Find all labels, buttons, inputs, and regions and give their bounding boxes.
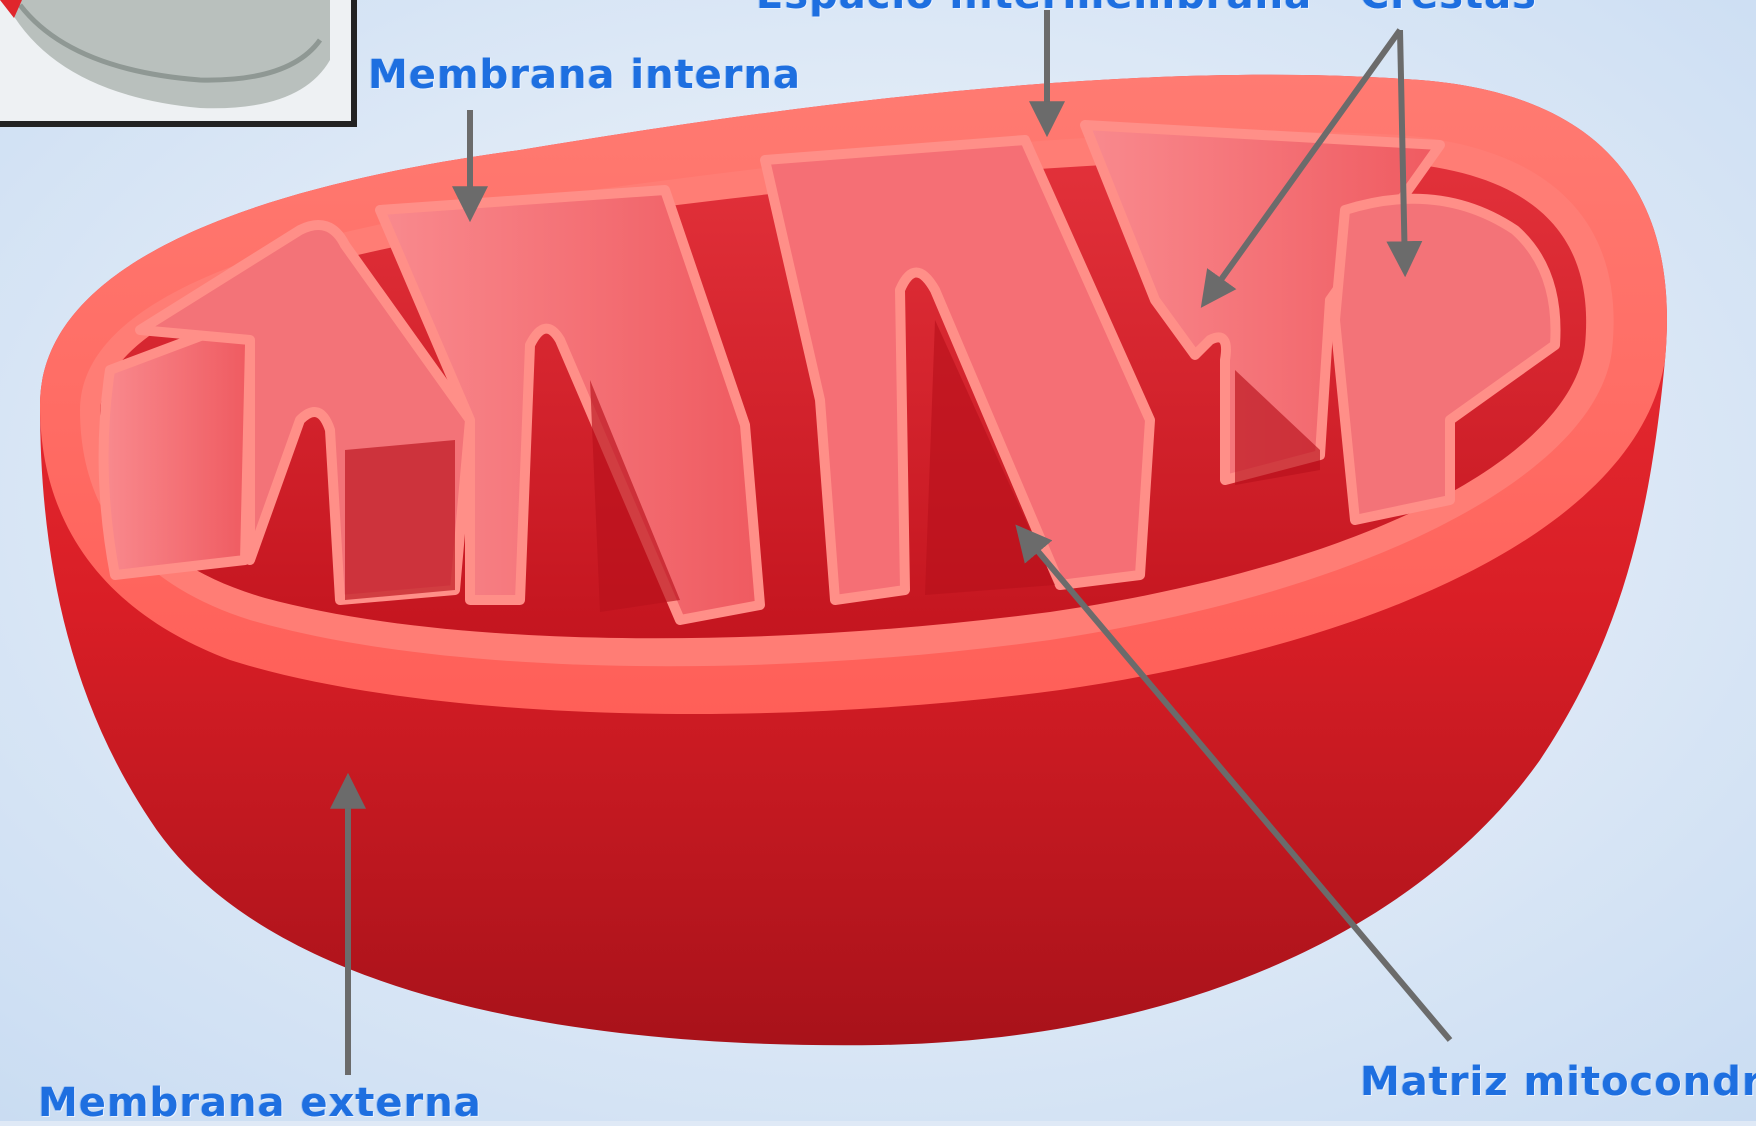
label-outer-membrane: Membrana externa	[38, 1080, 482, 1126]
mitochondrion-thumbnail-icon	[0, 0, 354, 124]
label-intermembrane-space: Espacio intermembrana	[756, 0, 1312, 18]
label-matrix: Matriz mitocondrial	[1360, 1059, 1756, 1105]
label-cristae: Crestas	[1360, 0, 1537, 18]
label-inner-membrane: Membrana interna	[368, 52, 801, 98]
